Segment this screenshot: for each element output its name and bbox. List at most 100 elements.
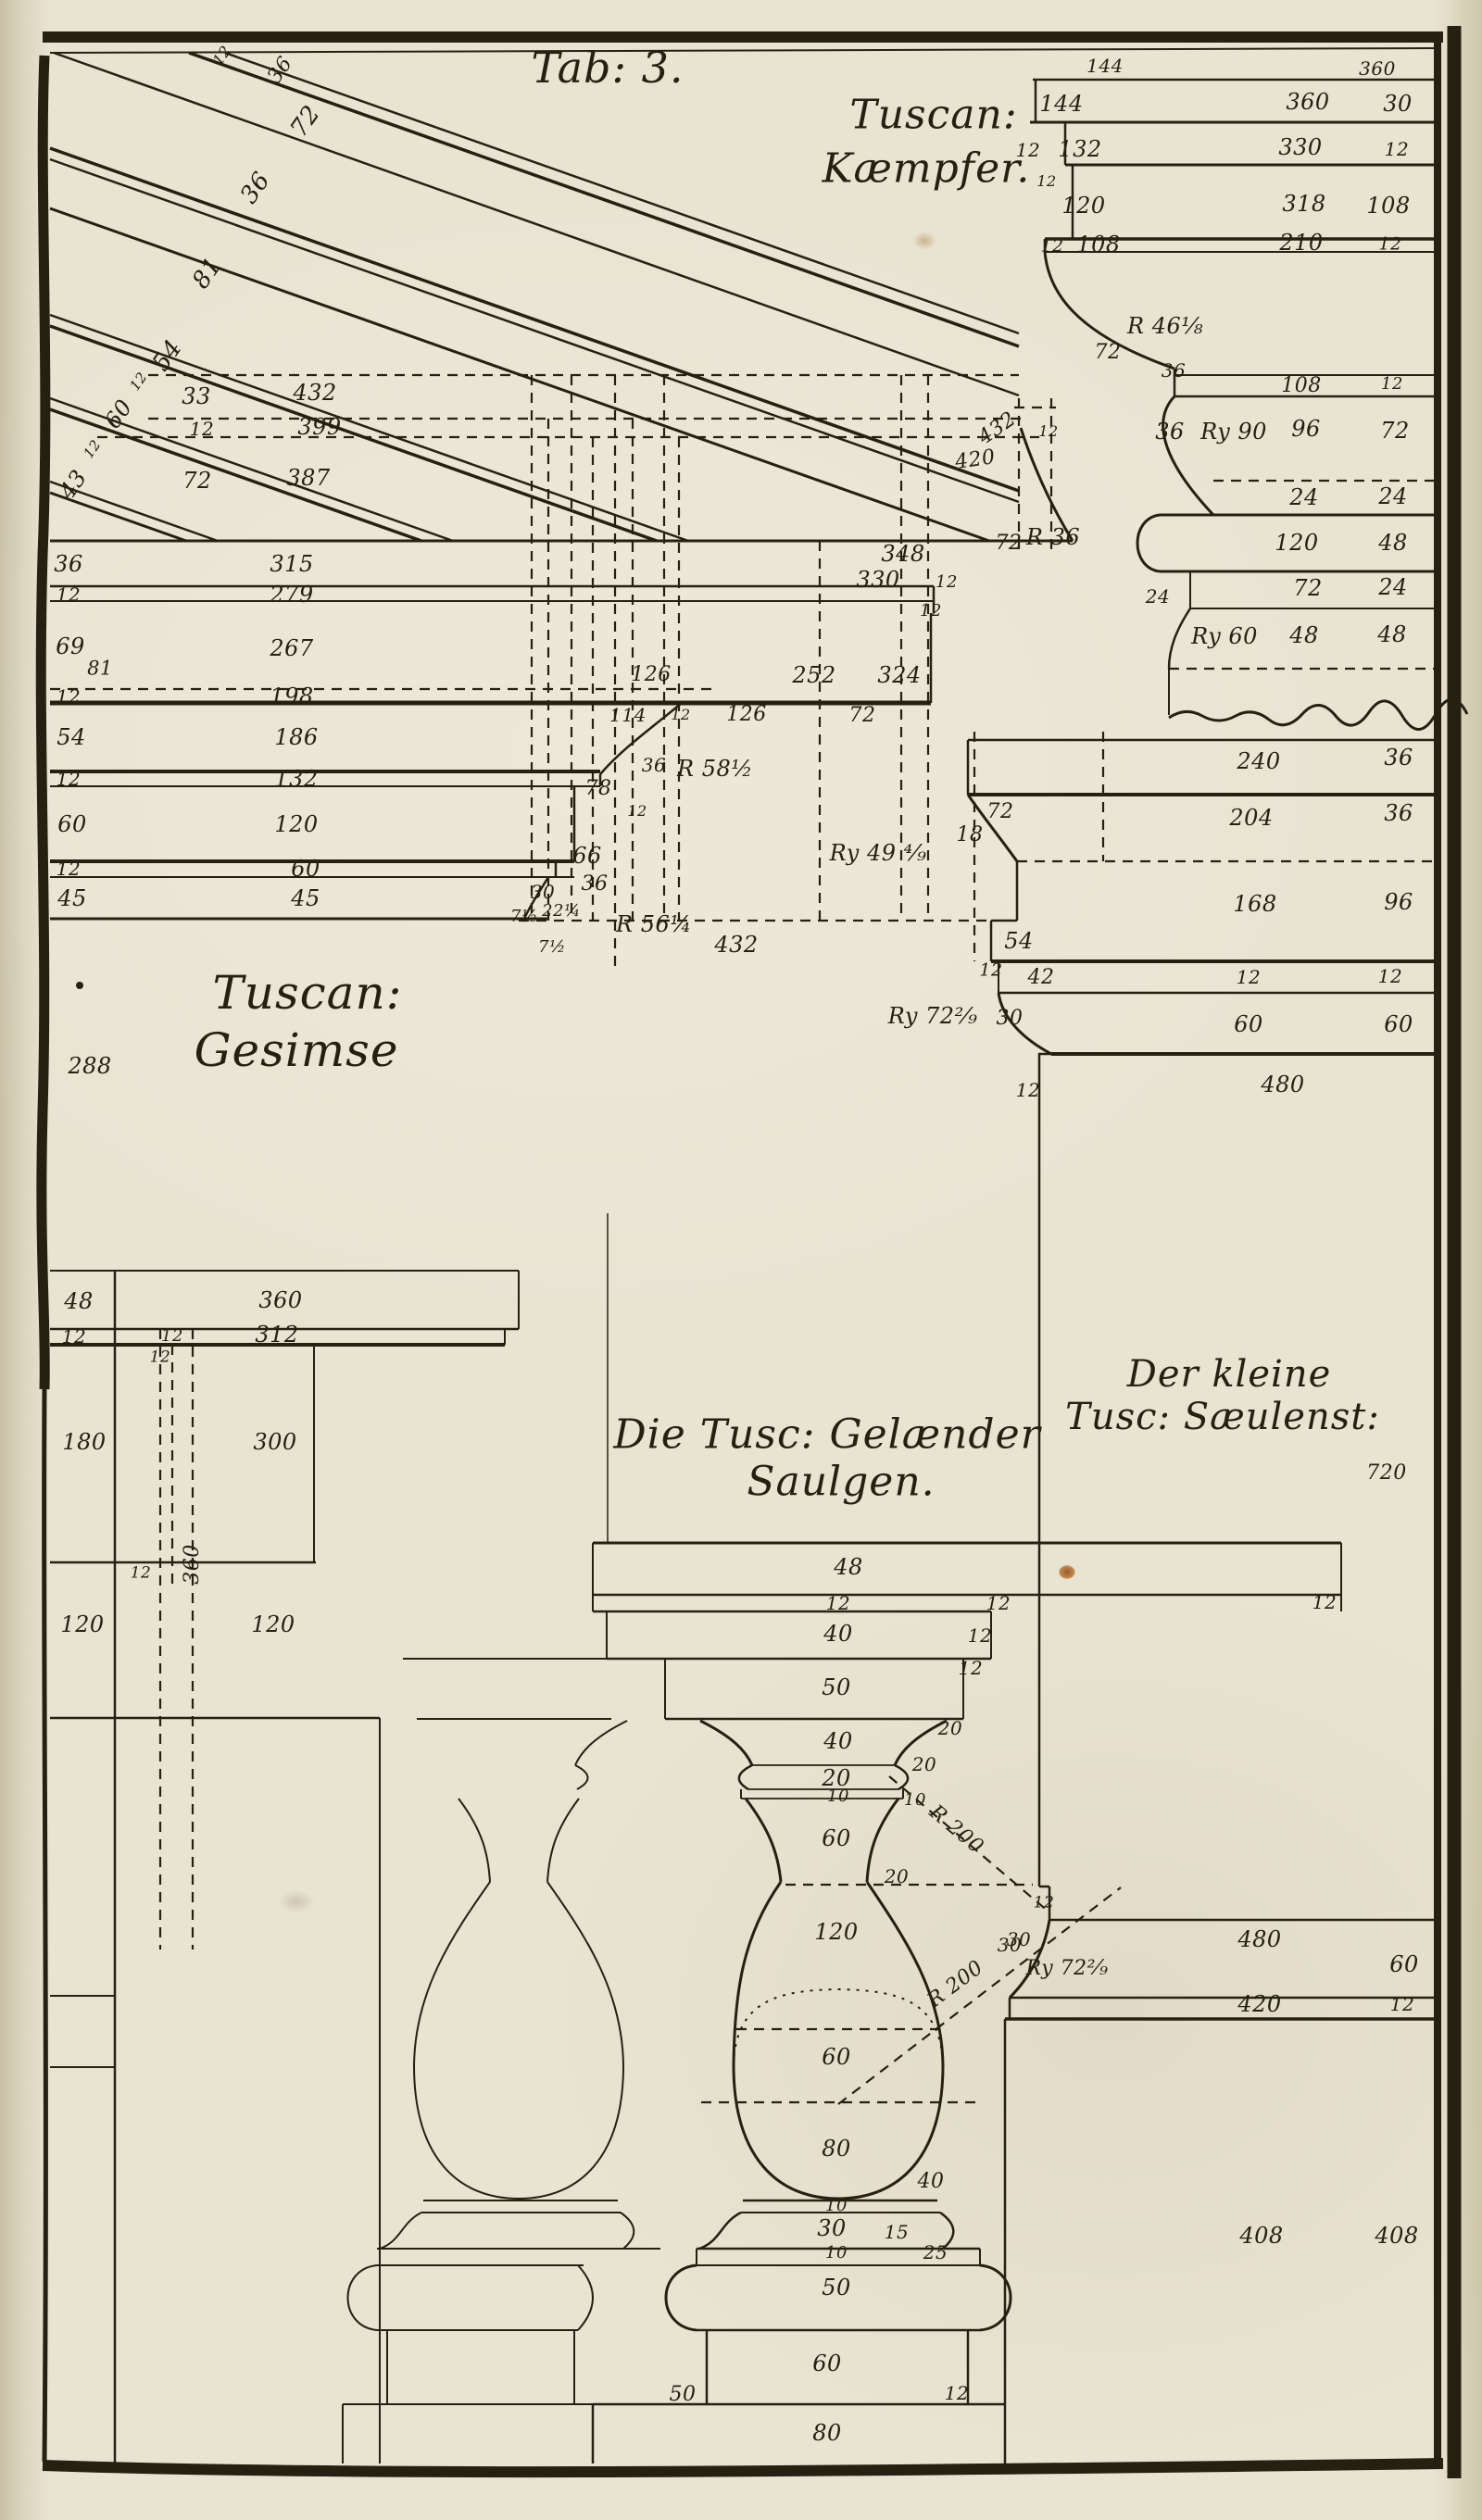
dimension-label: 30 (996, 1007, 1024, 1030)
dimension-label: 12 (1036, 172, 1057, 190)
dimension-label: 12 (61, 1325, 87, 1348)
dimension-label: 12 (967, 1624, 993, 1647)
dimension-label: 108 (1281, 374, 1322, 397)
dimension-label: 60 (57, 811, 87, 837)
dimension-label: 12 (958, 1657, 984, 1679)
dimension-label: 204 (1229, 805, 1274, 831)
dimension-label: 720 (1366, 1461, 1407, 1485)
gelaender-title-line1: Die Tusc: Gelænder (613, 1410, 1041, 1459)
dimension-label: 120 (251, 1611, 295, 1637)
dimension-label: 60 (1384, 1011, 1413, 1037)
dimension-label: 12 (189, 418, 215, 440)
dimension-label: 24 (1145, 585, 1171, 608)
dimension-label: 50 (822, 2275, 851, 2301)
dimension-label: 12 (1312, 1591, 1338, 1613)
dimension-label: 12 (944, 2382, 970, 2404)
dimension-label: 22¼ (542, 901, 581, 921)
dimension-label: 12 (1015, 1079, 1041, 1101)
dimension-label: 120 (1275, 530, 1319, 556)
dimension-label: 480 (1261, 1072, 1305, 1097)
dimension-label: 81 (87, 657, 113, 680)
dimension-label: 360 (258, 1287, 303, 1313)
dimension-label: 12 (825, 1592, 851, 1614)
dimension-label: 30 (817, 2215, 847, 2241)
dimension-label: 288 (68, 1053, 112, 1079)
dimension-label: 48 (1289, 622, 1319, 648)
dimension-label: 72 (1380, 418, 1410, 444)
dimension-label: 72 (1094, 341, 1122, 364)
dimension-label: 25 (923, 2241, 948, 2263)
dimension-label: 279 (270, 582, 314, 608)
dimension-label: 408 (1375, 2223, 1419, 2249)
neighbor-baluster-profile (342, 1658, 660, 2464)
dimension-label: 12 (1236, 966, 1262, 988)
dimension-label: 360 (181, 1544, 204, 1585)
dimension-label: R 56¼ (616, 911, 692, 937)
dimension-label: 42 (1027, 966, 1055, 989)
dimension-label: 12 (1033, 1893, 1055, 1912)
dimension-label: 30 (530, 881, 556, 903)
dimension-label: 36 (1161, 359, 1187, 382)
dimension-label: 360 (1286, 89, 1330, 115)
dimension-label: 36 (1155, 419, 1185, 445)
dimension-label: 240 (1237, 748, 1281, 774)
dimension-label: 36 (1384, 745, 1413, 771)
dimension-label: 12 (979, 959, 1003, 981)
dimension-label: 54 (1004, 928, 1034, 954)
dimension-label: 48 (1377, 621, 1407, 647)
dimension-label: 20 (911, 1753, 937, 1775)
kaempfer-title-line2: Kæmpfer. (822, 144, 1031, 193)
dimension-label: 198 (270, 683, 314, 709)
dimension-label: 96 (1384, 889, 1413, 915)
dimension-label: 315 (270, 551, 314, 577)
dimension-label: 399 (297, 414, 342, 440)
dimension-label: 60 (1234, 1011, 1263, 1037)
dimension-label: 30 (997, 1934, 1023, 1956)
baluster-profile (591, 1541, 1342, 2464)
dimension-label: 40 (823, 1728, 853, 1754)
dimension-label: 480 (1237, 1926, 1282, 1952)
dimension-label: 120 (1061, 193, 1106, 219)
dimension-label: 12 (56, 768, 82, 790)
saeulenstuhl-cap-profile (966, 738, 1438, 2464)
gesimse-title-line1: Tuscan: (212, 966, 403, 1020)
dimension-label: Ry 72²⁄₉ (887, 1003, 978, 1029)
dimension-label: Ry 72²⁄₉ (1025, 1957, 1109, 1980)
dimension-label: 432 (293, 380, 337, 406)
dimension-label: R 58½ (677, 756, 753, 782)
paper-stain (912, 232, 936, 250)
dimension-label: 12 (936, 572, 958, 592)
dimension-label: 132 (274, 766, 319, 792)
dimension-label: R 46⅛ (1127, 313, 1203, 339)
dimension-label: 144 (1086, 55, 1124, 77)
dimension-label: 324 (877, 662, 922, 688)
dimension-label: 186 (274, 724, 319, 750)
dimension-label: Ry 90 (1200, 419, 1267, 445)
dimension-label: 30 (1383, 91, 1413, 117)
dimension-label: R 36 (1025, 524, 1081, 550)
dimension-label: 36 (54, 551, 83, 577)
dimension-label: 348 (881, 541, 925, 567)
dimension-label: 114 (609, 704, 647, 726)
dimension-label: 54 (57, 724, 86, 750)
dimension-label: 12 (627, 802, 647, 820)
plate-border (35, 26, 1462, 2478)
dimension-label: 72 (1293, 575, 1323, 601)
paper-stain (278, 1889, 315, 1913)
dimension-label: 96 (1291, 416, 1321, 442)
dimension-label: 12 (56, 583, 82, 606)
dimension-label: 60 (291, 856, 320, 882)
dimension-label: 45 (57, 885, 87, 911)
dimension-label: 300 (253, 1429, 297, 1455)
dimension-label: 120 (60, 1611, 105, 1637)
dimension-label: Ry 49 ⁴⁄₉ (829, 840, 927, 866)
dimension-label: 66 (572, 843, 602, 869)
dimension-label: 12 (56, 685, 82, 708)
dimension-label: 10 (827, 1787, 849, 1806)
dimension-label: 40 (823, 1621, 853, 1647)
dimension-label: 30 (1006, 1928, 1032, 1950)
dimension-label: 45 (291, 885, 320, 911)
dimension-label: 15 (884, 2221, 910, 2243)
dimension-label: 72 (182, 468, 212, 494)
